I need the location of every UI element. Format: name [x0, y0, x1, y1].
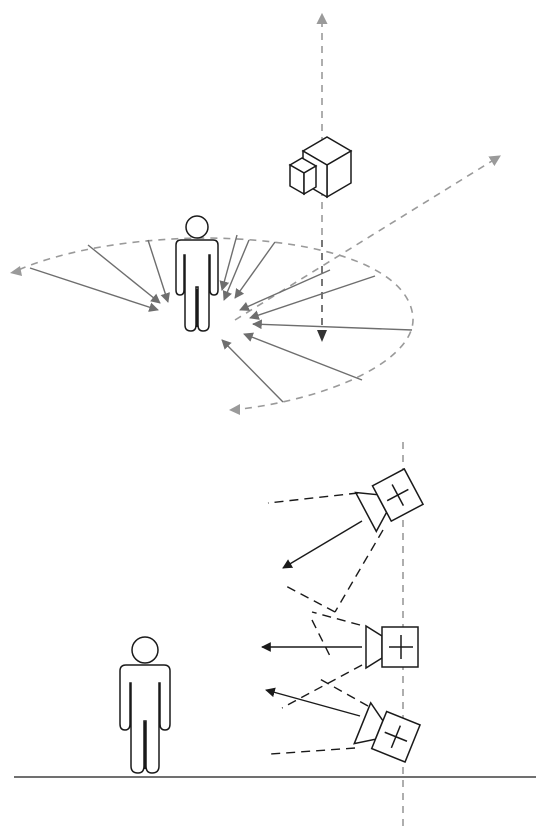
- beam-axis-arrow: [282, 520, 363, 569]
- ray: [219, 234, 238, 291]
- arc-end-arrow-left: [10, 266, 22, 276]
- beam-edge: [311, 619, 333, 661]
- person-figure-icon: [119, 636, 171, 774]
- speaker-icon: [365, 624, 419, 670]
- beam-edge: [281, 664, 363, 709]
- ray: [87, 244, 161, 304]
- vertical-axis-down-arrow: [317, 330, 327, 342]
- ray: [147, 239, 170, 303]
- person-figure-icon: [175, 215, 219, 332]
- ray: [221, 339, 284, 403]
- ray: [29, 267, 159, 312]
- ray: [239, 269, 331, 311]
- beam-edge: [317, 677, 369, 707]
- horizontal-plane-arc: [13, 237, 414, 411]
- arc-end-arrow-bottom: [229, 404, 240, 415]
- bottom-panel: [14, 442, 536, 832]
- ray: [234, 241, 276, 299]
- beam-axis-arrow: [265, 687, 361, 717]
- beam-edge: [311, 611, 361, 626]
- beam-edge: [267, 492, 359, 504]
- cube-object-icon: [288, 136, 353, 199]
- inward-rays: [29, 234, 413, 403]
- speaker-icon: [354, 467, 425, 533]
- ray: [249, 275, 376, 320]
- beam-edge: [283, 584, 336, 613]
- top-panel: [10, 12, 501, 415]
- beam-edge: [270, 747, 356, 755]
- ray: [252, 319, 413, 331]
- ray: [243, 332, 363, 381]
- speaker-icon: [353, 701, 422, 764]
- beam-edge: [334, 529, 384, 613]
- diagonal-dashed-line: [234, 155, 501, 321]
